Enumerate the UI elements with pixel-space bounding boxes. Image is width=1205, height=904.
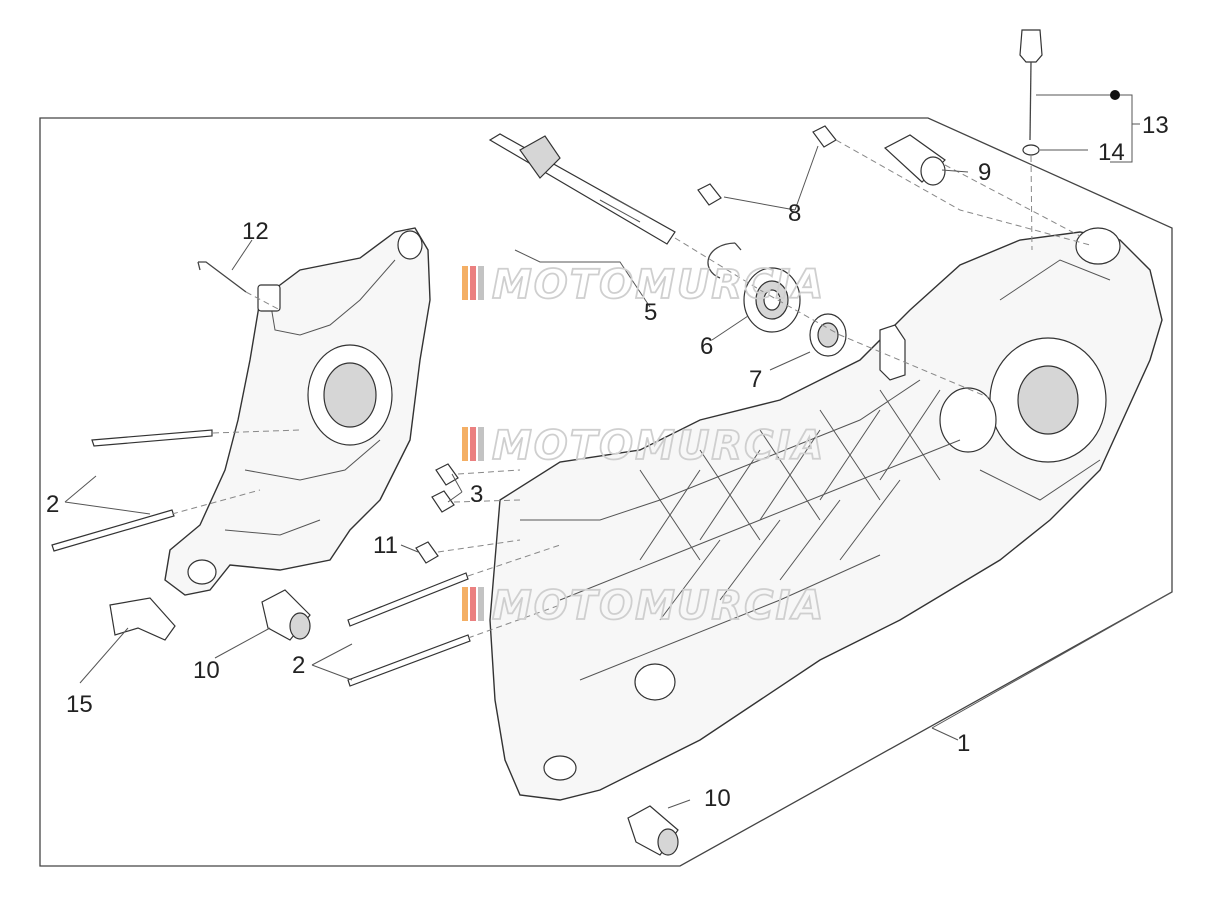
callout-15: 15 bbox=[66, 691, 93, 718]
screw bbox=[197, 261, 247, 293]
callout-13: 13 bbox=[1142, 112, 1169, 139]
callout-11: 11 bbox=[373, 532, 398, 559]
dowel-11 bbox=[415, 541, 439, 564]
studs-left bbox=[51, 429, 213, 552]
dowel-pins bbox=[697, 125, 837, 206]
washer bbox=[1022, 144, 1040, 156]
left-crankcase-half bbox=[164, 227, 431, 596]
callout-1: 1 bbox=[957, 730, 970, 757]
bearing bbox=[743, 267, 801, 333]
callout-2-right: 2 bbox=[292, 652, 305, 679]
callout-3: 3 bbox=[470, 481, 483, 508]
dowels-3 bbox=[431, 463, 459, 513]
right-crankcase-half bbox=[489, 227, 1163, 801]
watermark-middle: MOTOMURCIA bbox=[462, 422, 825, 470]
silent-block-lower bbox=[627, 805, 679, 856]
watermark-text-middle: MOTOMURCIA bbox=[492, 423, 825, 469]
callout-12: 12 bbox=[242, 218, 269, 245]
watermark-top: MOTOMURCIA bbox=[462, 261, 825, 309]
callout-10-lower: 10 bbox=[704, 785, 731, 812]
oil-dipstick bbox=[1019, 29, 1043, 141]
oil-seal bbox=[809, 313, 847, 357]
watermark-bottom: MOTOMURCIA bbox=[462, 582, 825, 630]
circlip bbox=[707, 242, 742, 279]
half-bushing bbox=[109, 597, 176, 641]
watermark-text-top: MOTOMURCIA bbox=[492, 262, 825, 308]
callout-10-upper: 10 bbox=[193, 657, 220, 684]
bushing bbox=[883, 134, 946, 186]
callout-6: 6 bbox=[700, 333, 713, 360]
watermark-text-bottom: MOTOMURCIA bbox=[492, 583, 825, 629]
callout-8: 8 bbox=[788, 200, 801, 227]
studs-right bbox=[347, 572, 471, 687]
callout-2-left: 2 bbox=[46, 491, 59, 518]
callout-5: 5 bbox=[644, 299, 657, 326]
callout-7: 7 bbox=[749, 366, 762, 393]
drive-shaft bbox=[488, 133, 676, 245]
leader-lines bbox=[64, 90, 1173, 809]
callout-14: 14 bbox=[1098, 139, 1125, 166]
silent-block-upper bbox=[261, 589, 311, 641]
callout-9: 9 bbox=[978, 159, 991, 186]
